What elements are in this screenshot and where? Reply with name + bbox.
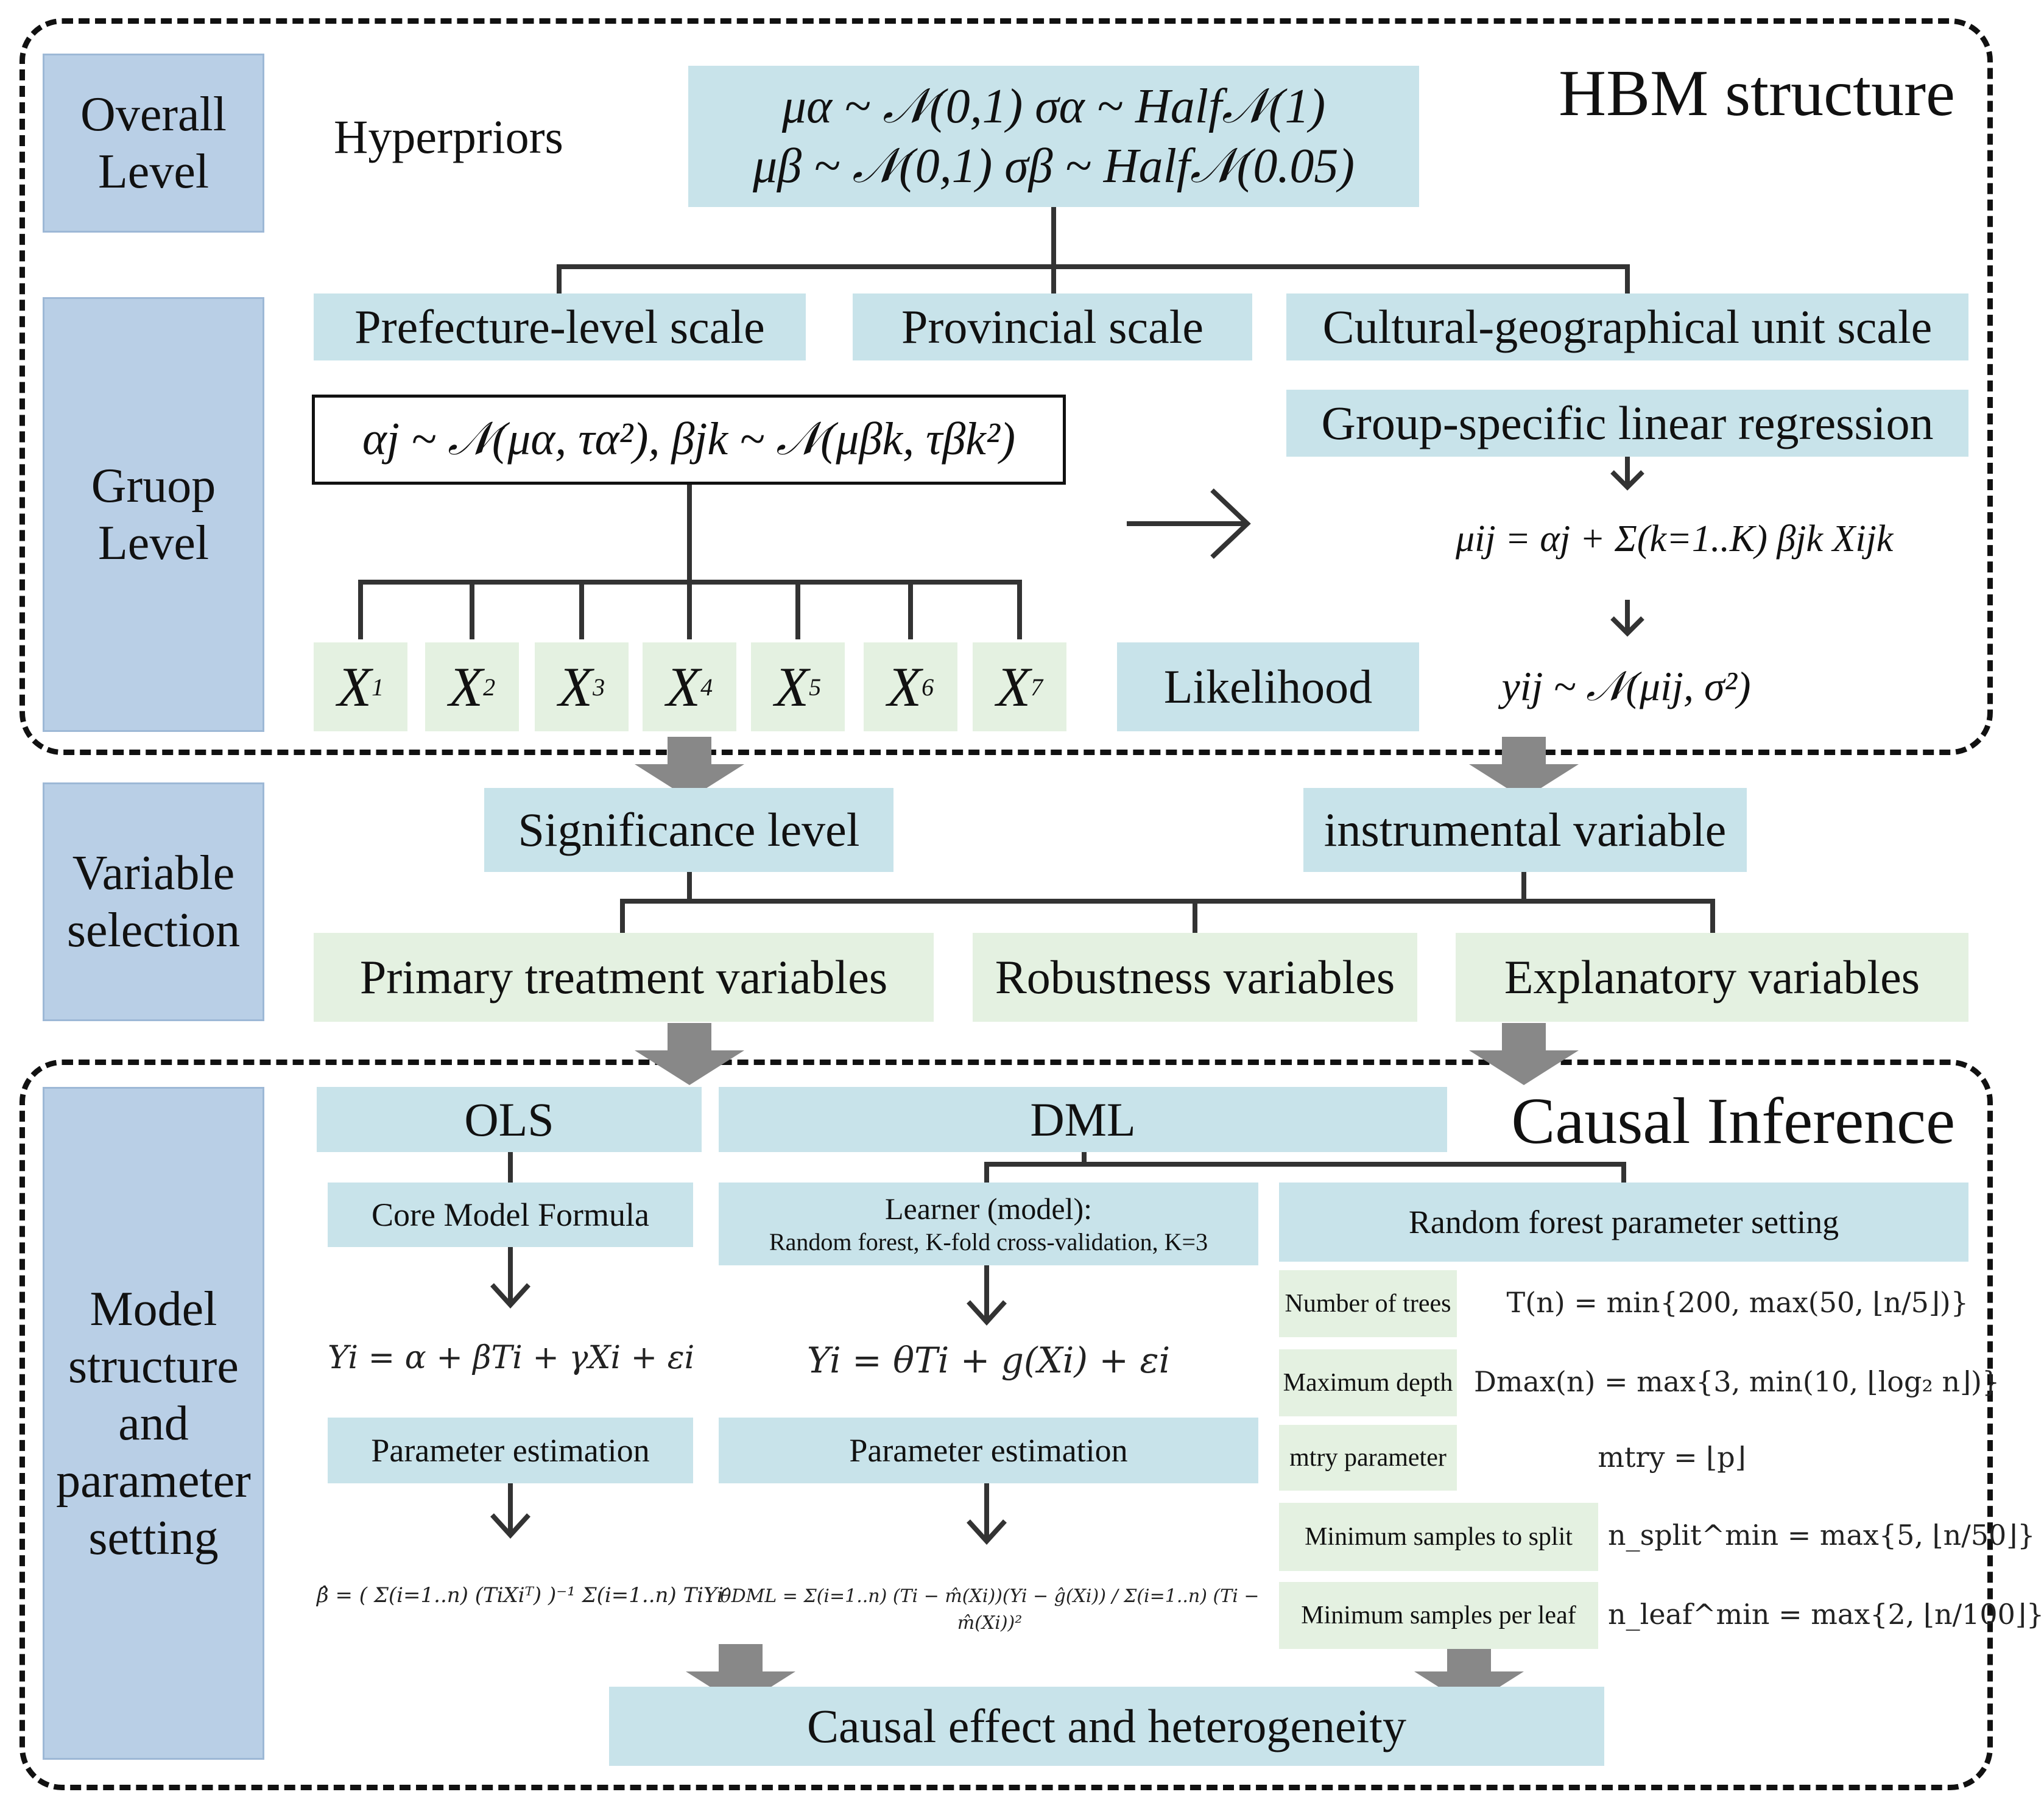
side-label-group-level: Gruop Level: [43, 297, 264, 732]
rf-param-min-samples-split: Minimum samples to split: [1279, 1503, 1598, 1571]
scale-prefecture: Prefecture-level scale: [314, 293, 806, 360]
scale-provincial: Provincial scale: [853, 293, 1252, 360]
likelihood-formula: yij ~ 𝒩(μij, σ²): [1501, 663, 1751, 709]
dml-header: DML: [719, 1087, 1447, 1152]
rf-param-maximum-depth: Maximum depth: [1279, 1349, 1457, 1416]
explanatory-variables: Explanatory variables: [1456, 933, 1968, 1022]
causal-inference-title: Causal Inference: [1511, 1085, 1955, 1158]
rf-param-mtry: mtry parameter: [1279, 1425, 1457, 1491]
dml-model-formula: Yi = θTi + g(Xi) + εi: [806, 1340, 1171, 1381]
dml-parameter-estimation: Parameter estimation: [719, 1418, 1258, 1483]
regression-formula: μij = αj + Σ(k=1..K) βjk Xijk: [1456, 518, 1894, 560]
group-specific-regression: Group-specific linear regression: [1286, 390, 1968, 457]
hbm-structure-title: HBM structure: [1559, 57, 1955, 130]
robustness-variables: Robustness variables: [973, 933, 1417, 1022]
side-label-overall-level: Overall Level: [43, 54, 264, 233]
instrumental-variable: instrumental variable: [1303, 788, 1747, 872]
hbm-section-frame: [19, 18, 1993, 755]
causal-section-frame: [19, 1060, 1993, 1790]
causal-effect-result: Causal effect and heterogeneity: [609, 1687, 1604, 1766]
learner-line-2: Random forest, K-fold cross-validation, …: [769, 1228, 1208, 1256]
side-label-variable-selection: Variable selection: [43, 782, 264, 1021]
primary-treatment-variables: Primary treatment variables: [314, 933, 934, 1022]
group-prior-formula: αj ~ 𝒩(μα, τα²), βjk ~ 𝒩(μβk, τβk²): [312, 395, 1066, 485]
rf-formula-mtry: mtry = ⌊p⌋: [1598, 1441, 1746, 1474]
side-label-model-structure: Model structure and parameter setting: [43, 1087, 264, 1760]
ols-header: OLS: [317, 1087, 702, 1152]
likelihood-label: Likelihood: [1117, 642, 1419, 731]
learner-model-box: Learner (model): Random forest, K-fold c…: [719, 1183, 1258, 1265]
hyperprior-line-1: μα ~ 𝒩(0,1) σα ~ Half𝒩(1): [781, 80, 1326, 133]
rf-formula-min-samples-split: n_split^min = max{5, ⌊n/50⌋}: [1608, 1519, 2035, 1552]
learner-line-1: Learner (model):: [884, 1192, 1093, 1226]
random-forest-parameter-setting: Random forest parameter setting: [1279, 1183, 1968, 1262]
hyperprior-box: μα ~ 𝒩(0,1) σα ~ Half𝒩(1) μβ ~ 𝒩(0,1) σβ…: [688, 66, 1419, 207]
dml-estimator-formula: θ̂DML = Σ(i=1..n) (Ti − m̂(Xi))(Yi − ĝ(X…: [720, 1586, 1260, 1634]
ols-parameter-estimation: Parameter estimation: [328, 1418, 693, 1483]
rf-param-number-of-trees: Number of trees: [1279, 1270, 1457, 1337]
hyperprior-line-2: μβ ~ 𝒩(0,1) σβ ~ Half𝒩(0.05): [753, 139, 1355, 193]
rf-formula-maximum-depth: Dmax(n) = max{3, min(10, ⌊log₂ n⌋)}: [1474, 1365, 2000, 1398]
rf-formula-min-samples-leaf: n_leaf^min = max{2, ⌊n/100⌋}: [1608, 1598, 2044, 1631]
significance-level: Significance level: [484, 788, 893, 872]
rf-formula-number-of-trees: T(n) = min{200, max(50, ⌊n/5⌋)}: [1506, 1286, 1968, 1319]
hyperpriors-label: Hyperpriors: [334, 110, 563, 163]
core-model-formula: Core Model Formula: [328, 1183, 693, 1247]
ols-model-formula: Yi = α + βTi + γXi + εi: [328, 1340, 695, 1376]
ols-estimator-formula: β̂ = ( Σ(i=1..n) (TiXiᵀ) )⁻¹ Σ(i=1..n) T…: [317, 1583, 724, 1608]
rf-param-min-samples-leaf: Minimum samples per leaf: [1279, 1582, 1598, 1649]
scale-cultural-geographical: Cultural-geographical unit scale: [1286, 293, 1968, 360]
